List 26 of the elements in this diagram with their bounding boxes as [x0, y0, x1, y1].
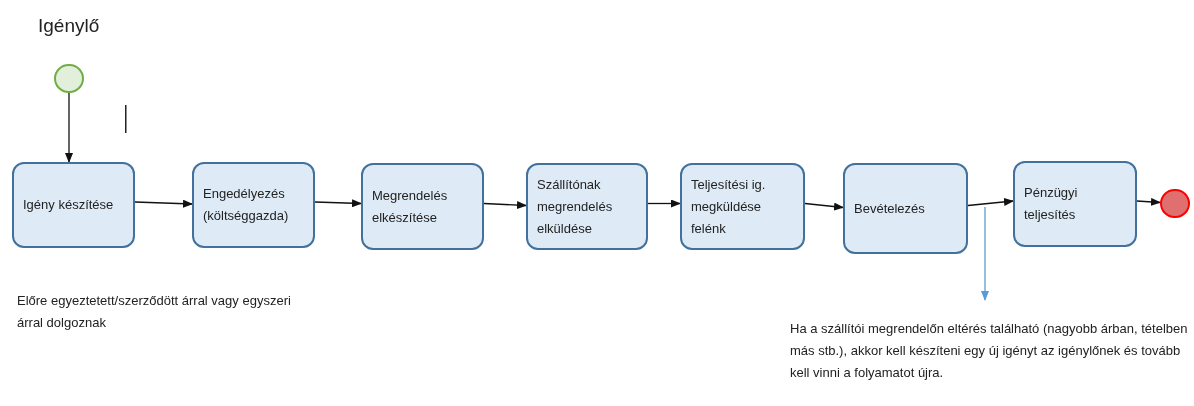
step-label: Igény készítése: [23, 196, 115, 214]
arrow: [1136, 197, 1161, 206]
process-box: [843, 163, 968, 254]
arrow: [967, 197, 1014, 207]
process-box: [361, 163, 484, 250]
process-box: [526, 163, 648, 250]
arrow: [314, 199, 362, 208]
arrow: [134, 199, 193, 208]
arrow: [981, 206, 989, 301]
note-text: Előre egyeztetett/szerződött árral vagy egyszeri árral dolgoznak: [17, 292, 292, 332]
arrow: [65, 92, 73, 163]
step-label: Teljesítési ig. megküldése felénk: [691, 175, 767, 238]
note-text: Ha a szállítói megrendelőn eltérés található (nagyobb árban, tételben más stb.), akkor kell készíteni egy új igényt az igénylőnek és tovább kell vinni a folyamatot újra.: [790, 318, 1190, 404]
arrow: [647, 199, 681, 208]
step-label: Szállítónak megrendelés elküldése: [537, 175, 614, 238]
lane-heading: Igénylő: [38, 14, 100, 38]
process-box: [12, 162, 135, 248]
arrow: [804, 202, 844, 211]
arrow: [483, 201, 527, 210]
step-label: Engedélyezés (költséggazda): [203, 185, 290, 225]
step-label: Pénzügyi teljesítés: [1024, 184, 1079, 224]
process-box: [192, 162, 315, 248]
step-label: Megrendelés elkészítése: [372, 186, 449, 227]
step-label: Bevételezés: [854, 199, 926, 218]
process-box: [1013, 161, 1137, 247]
process-box: [680, 163, 805, 250]
